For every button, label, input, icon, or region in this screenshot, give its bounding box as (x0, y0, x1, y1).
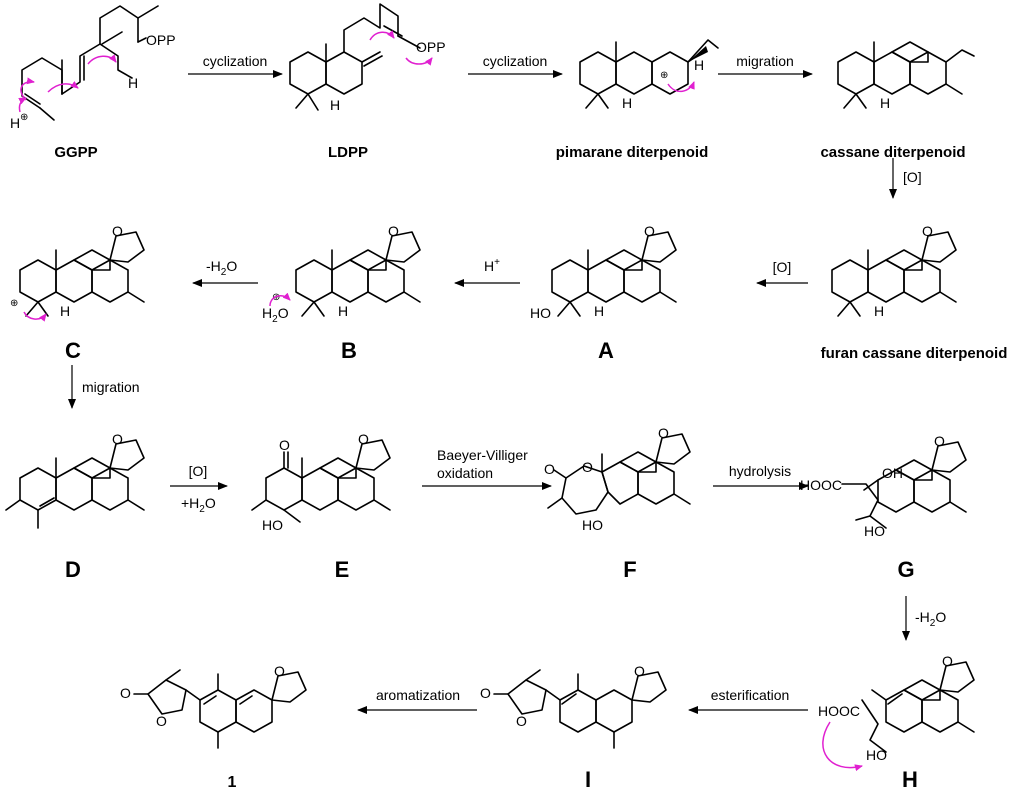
f-o-ring: O (582, 459, 593, 475)
h-o: O (942, 653, 953, 669)
label-oxidation-1: [O] (903, 169, 922, 185)
compound-label-i: I (585, 767, 591, 792)
structure-pimarane: ⊕ H H (579, 39, 719, 111)
structure-b: O H2O ⊕ H (262, 223, 421, 325)
b-h: H (338, 303, 348, 319)
g-ho: HO (864, 523, 885, 539)
structure-furan-cassane: O H (831, 223, 957, 319)
compound-label-furan-cassane: furan cassane diterpenoid (821, 345, 1008, 362)
pimarane-plus: ⊕ (660, 70, 668, 81)
h-hooc: HOOC (818, 703, 860, 719)
pimarane-h: H (694, 57, 704, 73)
f-ho: HO (582, 517, 603, 533)
g-hooc: HOOC (800, 477, 842, 493)
i-o-ketone: O (480, 685, 491, 701)
ldpp-h: H (330, 97, 340, 113)
a-o: O (644, 223, 655, 239)
compound-labels: GGPP LDPP pimarane diterpenoid cassane d… (54, 144, 1007, 792)
structure-ldpp: OPP H (289, 3, 446, 113)
label-bv-1: Baeyer-Villiger (437, 447, 528, 463)
label-protonation: H+ (484, 257, 500, 274)
d-o: O (112, 431, 123, 447)
structure-e: O O HO (251, 431, 391, 533)
ldpp-opp: OPP (416, 39, 446, 55)
compound-label-f: F (623, 557, 636, 582)
reaction-arrows (68, 70, 910, 714)
pimarane-h2: H (622, 95, 632, 111)
structure-ggpp: OPP H H ⊕ (10, 5, 176, 131)
compound-label-ggpp: GGPP (54, 144, 97, 161)
furan-cassane-o: O (922, 223, 933, 239)
f-o-ketone: O (544, 461, 555, 477)
e-ho: HO (262, 517, 283, 533)
b-plus: ⊕ (272, 292, 280, 303)
compound-label-d: D (65, 557, 81, 582)
g-o: O (934, 433, 945, 449)
label-hydrolysis: hydrolysis (729, 463, 791, 479)
compound-label-cassane: cassane diterpenoid (820, 144, 965, 161)
c-o: O (112, 223, 123, 239)
c-plus: ⊕ (10, 298, 18, 309)
compound-label-h: H (902, 767, 918, 792)
a-h: H (594, 303, 604, 319)
ggpp-plus: ⊕ (20, 112, 28, 123)
a-ho: HO (530, 305, 551, 321)
compound-label-1: 1 (228, 774, 237, 791)
c-h: H (60, 303, 70, 319)
label-migration-1: migration (736, 53, 794, 69)
label-aromatization: aromatization (376, 687, 460, 703)
structure-1: O O O (120, 663, 307, 749)
compound-label-b: B (341, 338, 357, 363)
structure-f: O O O HO (544, 425, 691, 533)
i-o-ring: O (516, 713, 527, 729)
label-migration-2: migration (82, 379, 140, 395)
g-oh: OH (882, 465, 903, 481)
label-hydration: +H2O (181, 495, 216, 515)
structure-i: O O O (480, 663, 667, 749)
compound-label-e: E (335, 557, 350, 582)
label-cyclization-2: cyclization (483, 53, 548, 69)
compound-label-a: A (598, 338, 614, 363)
compound-label-g: G (897, 557, 914, 582)
compound-label-c: C (65, 338, 81, 363)
compound-label-pimarane: pimarane diterpenoid (556, 144, 709, 161)
h-ho: HO (866, 747, 887, 763)
label-dehydration-2: -H2O (915, 609, 946, 629)
p1-o-ring: O (156, 713, 167, 729)
label-bv-2: oxidation (437, 465, 493, 481)
b-h2o: H2O (262, 305, 289, 325)
f-o-furan: O (658, 425, 669, 441)
label-dehydration-1: -H2O (206, 258, 237, 278)
label-oxidation-2: [O] (773, 259, 792, 275)
structure-c: O ⊕ H (10, 223, 145, 322)
structure-a: O HO H (530, 223, 677, 321)
p1-o-furan: O (274, 663, 285, 679)
label-cyclization-1: cyclization (203, 53, 268, 69)
furan-cassane-h: H (874, 303, 884, 319)
e-o-ketone: O (279, 437, 290, 453)
ggpp-h: H (128, 75, 138, 91)
ggpp-opp: OPP (146, 32, 176, 48)
b-o: O (388, 223, 399, 239)
structure-h: O HOOC HO (818, 653, 975, 772)
structure-d: O (5, 431, 145, 529)
compound-label-ldpp: LDPP (328, 144, 368, 161)
structure-g: O HOOC OH HO (800, 433, 967, 539)
i-o-furan: O (634, 663, 645, 679)
step-labels: cyclization cyclization migration [O] [O… (82, 53, 946, 703)
label-esterification: esterification (711, 687, 790, 703)
p1-o-ketone: O (120, 685, 131, 701)
cassane-h: H (880, 95, 890, 111)
ggpp-hplus: H (10, 115, 20, 131)
label-oxidation-3: [O] (189, 463, 208, 479)
structure-cassane: H (837, 41, 975, 111)
e-o-furan: O (358, 431, 369, 447)
